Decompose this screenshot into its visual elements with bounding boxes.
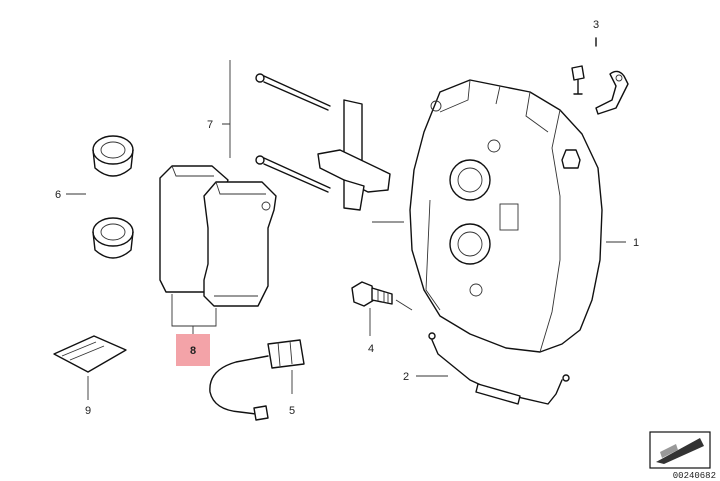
brake-line[interactable] — [428, 332, 570, 405]
callout-3: 3 — [593, 19, 599, 31]
pins-leader — [222, 60, 231, 158]
footer-code: 00240682 — [672, 471, 716, 481]
highlight-box-8[interactable] — [176, 334, 210, 366]
callout-1: 1 — [633, 237, 639, 249]
bolt-dash — [395, 299, 413, 311]
wear-sensor[interactable] — [209, 339, 305, 421]
document-arrow-icon — [649, 431, 711, 469]
callout-4: 4 — [368, 343, 374, 355]
brake-caliper[interactable] — [409, 79, 603, 353]
callout-6: 6 — [55, 189, 61, 201]
piston-seals[interactable] — [92, 135, 134, 259]
bleeder-screw[interactable] — [571, 37, 629, 115]
pins-and-spring[interactable] — [255, 73, 391, 211]
callout-9: 9 — [85, 405, 91, 417]
mounting-bolt[interactable] — [351, 281, 393, 307]
callout-5: 5 — [289, 405, 295, 417]
brake-pads[interactable] — [159, 165, 277, 307]
callout-8: 8 — [190, 345, 196, 357]
callout-2: 2 — [403, 371, 409, 383]
callout-7: 7 — [207, 119, 213, 131]
pads-leader — [171, 294, 217, 334]
grease-packet[interactable] — [53, 335, 127, 373]
